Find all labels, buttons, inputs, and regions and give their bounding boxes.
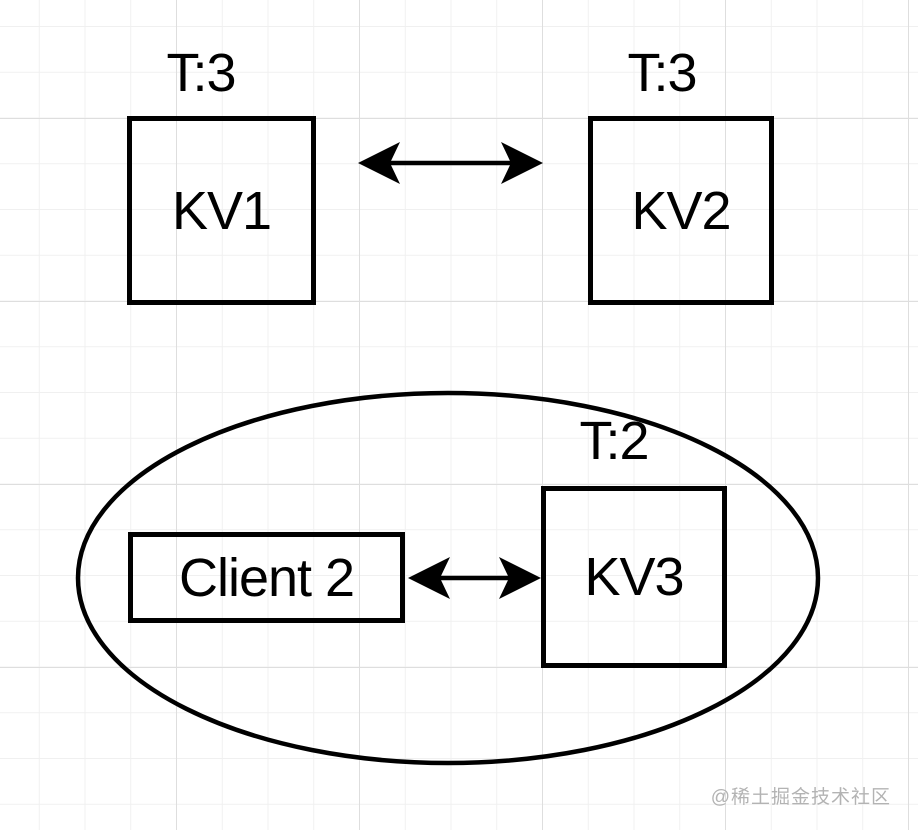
arrowhead-left-icon <box>408 557 450 599</box>
arrowhead-left-icon <box>358 142 400 184</box>
annotation-kv3-timestamp: T:2 <box>579 411 649 471</box>
node-kv2: KV2 <box>588 116 774 305</box>
arrowhead-right-icon <box>499 557 541 599</box>
edge-kv1-kv2 <box>358 142 543 184</box>
edge-client2-kv3 <box>408 557 541 599</box>
node-kv3-label: KV3 <box>584 547 684 607</box>
watermark: @稀土掘金技术社区 <box>710 787 891 808</box>
node-client2: Client 2 <box>128 532 405 623</box>
node-kv1-label: KV1 <box>171 180 272 241</box>
node-kv3: KV3 <box>541 486 727 668</box>
partition-group-ellipse <box>75 390 821 766</box>
node-kv2-label: KV2 <box>631 180 731 241</box>
node-kv1: KV1 <box>127 116 316 305</box>
arrowhead-right-icon <box>501 142 543 184</box>
annotation-kv1-timestamp: T:3 <box>166 43 236 103</box>
node-client2-label: Client 2 <box>178 547 355 608</box>
annotation-kv2-timestamp: T:3 <box>627 43 697 103</box>
